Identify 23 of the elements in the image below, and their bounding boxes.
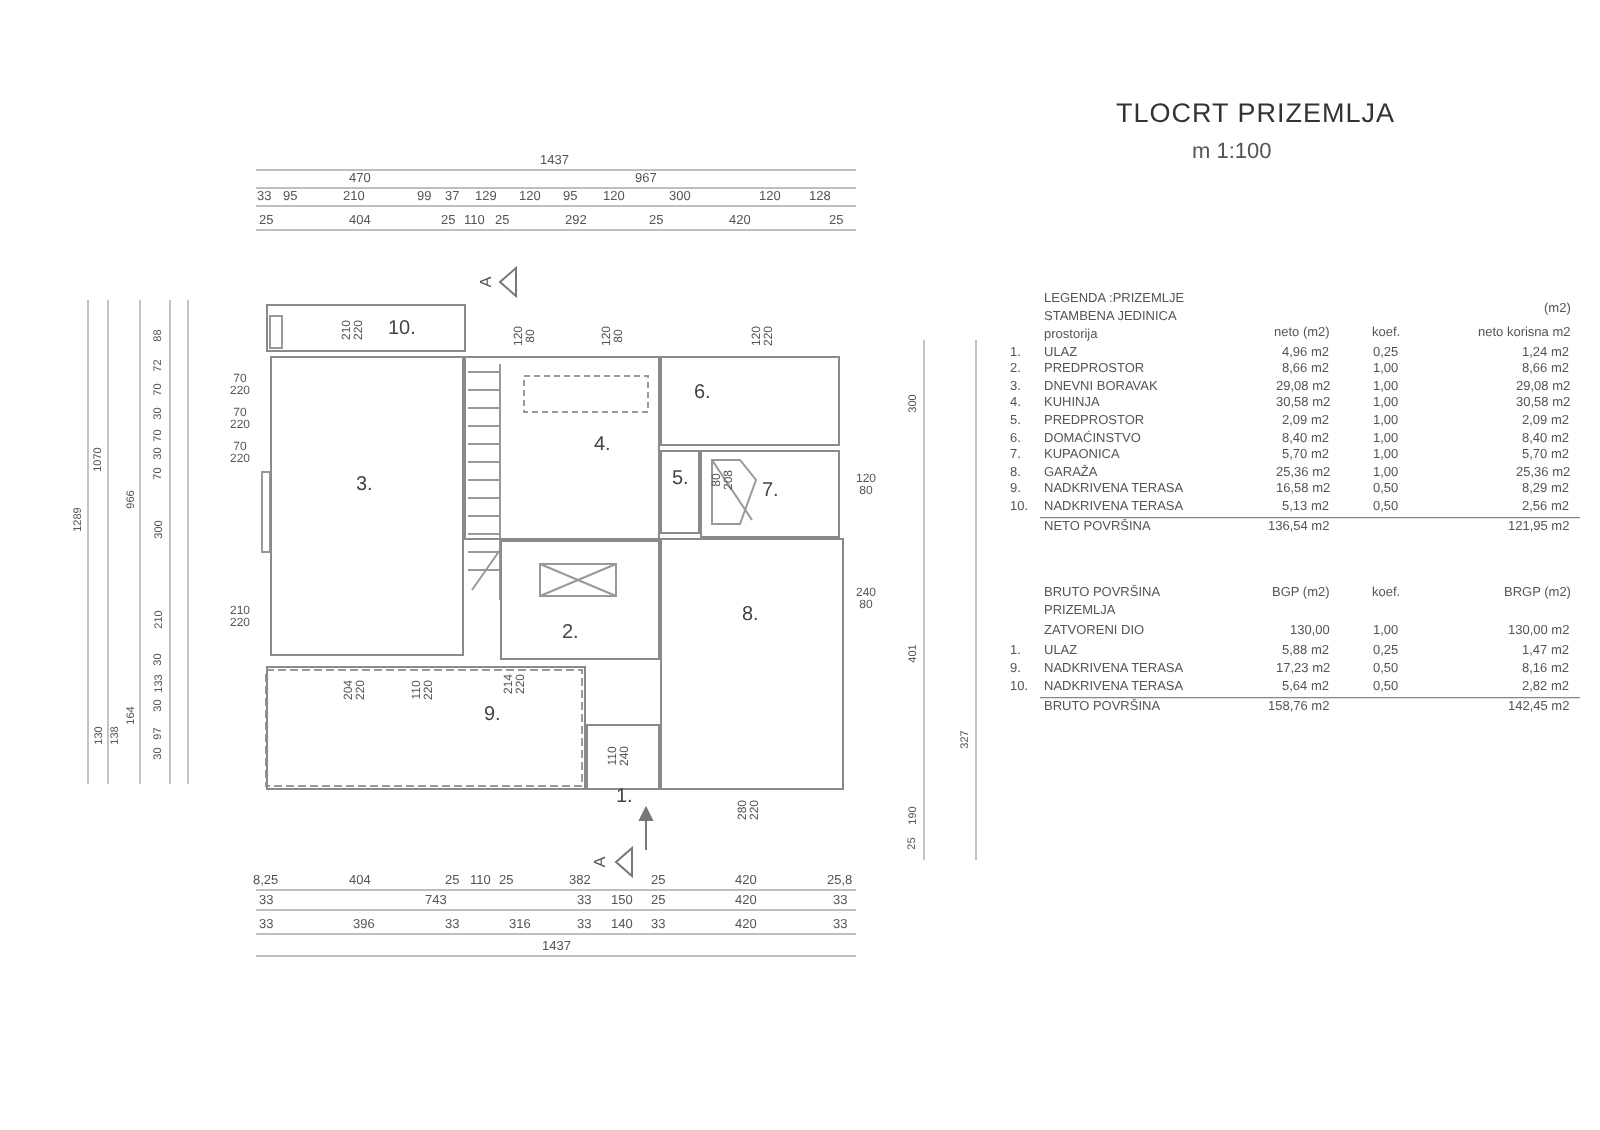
room-number: 9. <box>484 704 501 726</box>
title: TLOCRT PRIZEMLJA <box>1116 100 1396 127</box>
room-outline <box>660 356 840 446</box>
section-label: A <box>478 276 495 288</box>
room-outline <box>700 450 840 538</box>
room-number: 3. <box>356 474 373 496</box>
room-number: 1. <box>616 786 633 808</box>
room-outline <box>266 666 586 790</box>
room-number: 4. <box>594 434 611 456</box>
room-outline <box>464 356 660 540</box>
room-outline <box>660 538 844 790</box>
room-number: 8. <box>742 604 759 626</box>
room-number: 5. <box>672 468 689 490</box>
room-outline <box>660 450 700 534</box>
room-number: 2. <box>562 622 579 644</box>
room-number: 10. <box>388 318 416 340</box>
room-outline <box>270 356 464 656</box>
room-number: 7. <box>762 480 779 502</box>
room-number: 6. <box>694 382 711 404</box>
scale-text: m 1:100 <box>1192 141 1272 163</box>
section-label: A <box>592 856 609 868</box>
room-outline <box>266 304 466 352</box>
room-outline <box>500 540 660 660</box>
